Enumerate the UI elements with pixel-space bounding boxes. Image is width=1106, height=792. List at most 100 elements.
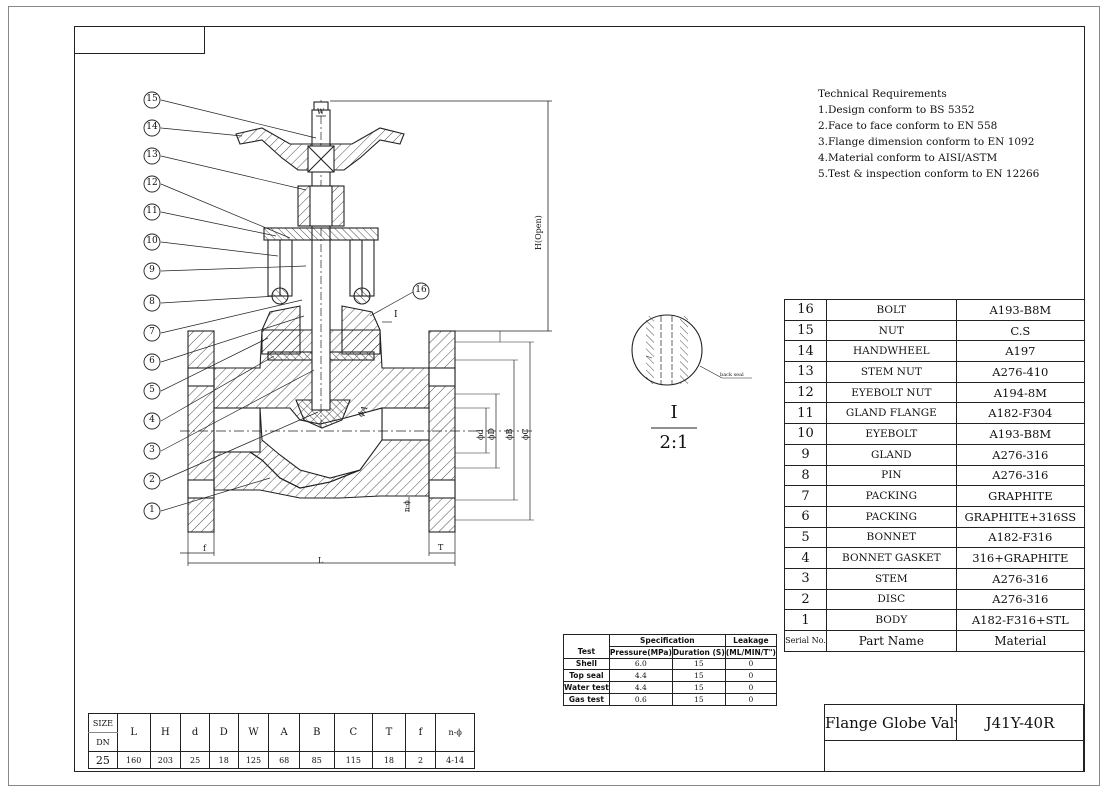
parts-cell-no: 8: [784, 464, 827, 487]
size-value: 160: [116, 751, 151, 769]
balloon-number: 7: [149, 327, 155, 337]
leakage-unit: (ML/MIN/T"): [724, 645, 778, 659]
parts-cell-name: BONNET: [825, 526, 957, 549]
balloon: [143, 175, 161, 193]
drawing-title: Flange Globe Valve: [825, 705, 957, 741]
parts-cell-no: 11: [784, 402, 827, 425]
dim-B-label: ϕB: [505, 428, 514, 440]
parts-cell-no: 7: [784, 485, 827, 507]
gland-flange: [263, 227, 379, 241]
tech-item: 1.Design conform to BS 5352: [818, 104, 975, 116]
balloon: [143, 412, 161, 430]
balloon: [143, 233, 161, 251]
parts-cell-name: PACKING: [825, 505, 957, 528]
spec-cell-pressure: 4.4: [608, 669, 673, 683]
balloon-number: 5: [149, 385, 155, 395]
balloon-number: 2: [149, 475, 155, 485]
spec-cell-test: Top seal: [563, 669, 610, 683]
balloon-number: 1: [149, 505, 155, 515]
parts-header-name: Part Name: [825, 630, 957, 652]
balloon-number: 14: [146, 122, 158, 132]
parts-cell-material: C.S: [955, 319, 1086, 342]
dim-D-label: ϕD: [487, 428, 496, 440]
detail-scale: 2:1: [659, 432, 689, 453]
balloon-number: 15: [146, 94, 158, 104]
spec-cell-leakage: 0: [724, 681, 778, 694]
balloon-number: 9: [149, 265, 155, 275]
balloon-number: 8: [149, 297, 155, 307]
size-header: H: [149, 713, 182, 752]
size-value: 68: [268, 751, 300, 769]
size-label: SIZE: [88, 713, 118, 733]
balloon-number: 16: [415, 285, 427, 295]
model-number: J41Y-40R: [957, 705, 1083, 741]
dn-label: DN: [88, 732, 118, 752]
size-header: A: [268, 713, 300, 752]
spec-cell-pressure: 4.4: [608, 681, 673, 694]
tech-item: 2.Face to face conform to EN 558: [818, 120, 998, 132]
size-header: C: [333, 713, 374, 752]
size-value: 115: [333, 751, 374, 769]
disc: [295, 399, 351, 429]
parts-cell-no: 9: [784, 443, 827, 466]
parts-cell-material: A193-B8M: [955, 299, 1086, 321]
parts-cell-name: PIN: [825, 464, 957, 487]
parts-cell-name: BOLT: [825, 299, 957, 321]
detail-label: I: [670, 402, 678, 423]
spec-cell-test: Water test: [563, 681, 610, 694]
balloon: [143, 502, 161, 520]
balloon: [143, 147, 161, 165]
parts-header-material: Material: [955, 630, 1086, 652]
size-header: W: [237, 713, 270, 752]
balloon: [143, 442, 161, 460]
parts-cell-name: NUT: [825, 319, 957, 342]
spec-cell-pressure: 6.0: [608, 657, 673, 671]
balloon-number: 3: [149, 445, 155, 455]
balloon: [143, 91, 161, 109]
dim-f-label: f: [203, 544, 206, 553]
parts-cell-name: BONNET GASKET: [825, 547, 957, 569]
balloon: [143, 203, 161, 221]
title-block: Flange Globe Valve J41Y-40R: [824, 704, 1084, 772]
drawing-frame: [74, 26, 1085, 772]
parts-cell-material: A276-316: [955, 464, 1086, 487]
tech-item: 5.Test & inspection conform to EN 12266: [818, 168, 1040, 180]
parts-cell-material: A182-F304: [955, 402, 1086, 425]
spec-cell-duration: 15: [671, 692, 726, 706]
parts-cell-no: 5: [784, 526, 827, 549]
parts-cell-no: 16: [784, 299, 827, 321]
dim-n-label: n-ϕ: [403, 500, 411, 512]
test-header: Test: [563, 646, 610, 659]
parts-cell-name: STEM NUT: [825, 361, 957, 383]
balloon: [143, 353, 161, 371]
size-value: 25: [180, 751, 210, 769]
dim-t-label: T: [438, 543, 444, 552]
detail-note: back seal: [720, 372, 744, 378]
parts-cell-material: A197: [955, 340, 1086, 363]
parts-cell-no: 15: [784, 319, 827, 342]
parts-cell-material: A182-F316: [955, 526, 1086, 549]
parts-cell-no: 4: [784, 547, 827, 569]
parts-cell-material: A276-316: [955, 567, 1086, 590]
parts-cell-no: 12: [784, 381, 827, 404]
parts-cell-material: A193-B8M: [955, 423, 1086, 445]
tech-item: 4.Material conform to AISI/ASTM: [818, 152, 998, 164]
balloon: [143, 262, 161, 280]
parts-cell-name: PACKING: [825, 485, 957, 507]
right-flange: [428, 330, 456, 533]
parts-cell-material: A276-316: [955, 443, 1086, 466]
